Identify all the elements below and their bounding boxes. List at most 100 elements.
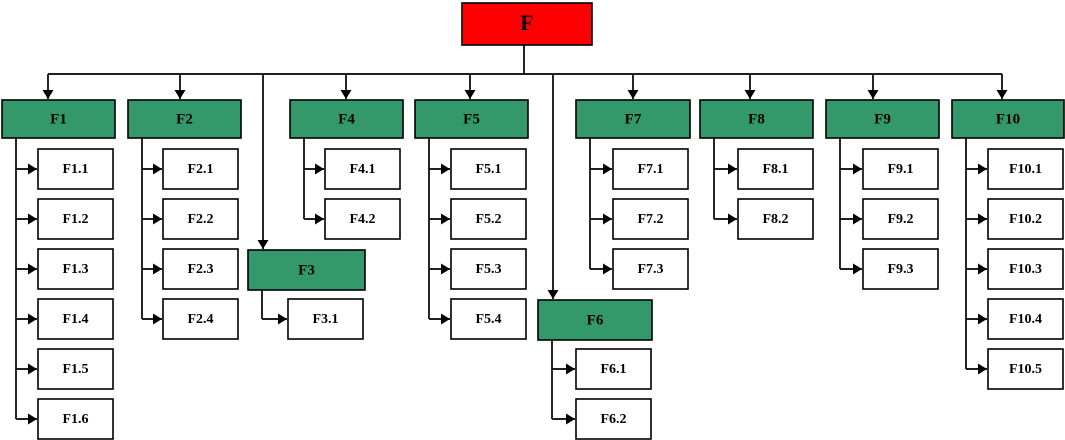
node-f10-1[interactable]: F10.1 (987, 148, 1064, 190)
node-f10-5[interactable]: F10.5 (987, 348, 1064, 390)
node-f1-6-rect[interactable] (37, 398, 114, 440)
node-f7-2[interactable]: F7.2 (612, 198, 689, 240)
node-f9-2-label: F9.2 (887, 212, 913, 227)
node-f2-2[interactable]: F2.2 (162, 198, 239, 240)
node-f8-1-rect[interactable] (737, 148, 814, 190)
node-f7-3[interactable]: F7.3 (612, 248, 689, 290)
node-f9-3[interactable]: F9.3 (862, 248, 939, 290)
node-f9-1-label: F9.1 (887, 162, 913, 177)
node-f4-1[interactable]: F4.1 (324, 148, 401, 190)
node-f9-2-rect[interactable] (862, 198, 939, 240)
node-f2-4-rect[interactable] (162, 298, 239, 340)
node-f1-3[interactable]: F1.3 (37, 248, 114, 290)
node-f6[interactable]: F6 (537, 299, 653, 341)
node-f5-rect[interactable] (414, 99, 529, 139)
node-root-label: F (520, 10, 533, 35)
node-f8-rect[interactable] (699, 99, 814, 139)
arrow-right-f7-3 (603, 263, 612, 275)
arrow-right-f5-3 (441, 263, 450, 275)
node-f10-5-rect[interactable] (987, 348, 1064, 390)
node-f2-1-rect[interactable] (162, 148, 239, 190)
arrow-down-f1 (42, 90, 54, 99)
node-f5-2-rect[interactable] (450, 198, 527, 240)
node-f1-1[interactable]: F1.1 (37, 148, 114, 190)
node-f5[interactable]: F5 (414, 99, 529, 139)
node-f10-4[interactable]: F10.4 (987, 298, 1064, 340)
node-f8-2[interactable]: F8.2 (737, 198, 814, 240)
node-f5-3[interactable]: F5.3 (450, 248, 527, 290)
node-f1-4[interactable]: F1.4 (37, 298, 114, 340)
node-f5-3-rect[interactable] (450, 248, 527, 290)
node-f7-rect[interactable] (575, 99, 691, 139)
node-f1-2[interactable]: F1.2 (37, 198, 114, 240)
node-root-rect[interactable] (461, 2, 593, 46)
node-f3-1-rect[interactable] (287, 298, 364, 340)
node-f1-3-rect[interactable] (37, 248, 114, 290)
node-f1-rect[interactable] (1, 99, 116, 139)
node-f9[interactable]: F9 (825, 99, 940, 139)
node-root[interactable]: F (461, 2, 593, 46)
node-f3[interactable]: F3 (247, 249, 366, 291)
node-f5-2[interactable]: F5.2 (450, 198, 527, 240)
node-f5-4-rect[interactable] (450, 298, 527, 340)
arrow-right-f5-2 (441, 213, 450, 225)
node-f6-rect[interactable] (537, 299, 653, 341)
node-f7-3-rect[interactable] (612, 248, 689, 290)
node-f2-2-rect[interactable] (162, 198, 239, 240)
node-f9-1-rect[interactable] (862, 148, 939, 190)
node-f5-4[interactable]: F5.4 (450, 298, 527, 340)
arrow-right-f2-2 (153, 213, 162, 225)
node-f10-4-rect[interactable] (987, 298, 1064, 340)
node-f5-4-label: F5.4 (475, 312, 501, 327)
node-f3-1[interactable]: F3.1 (287, 298, 364, 340)
node-f1-1-rect[interactable] (37, 148, 114, 190)
arrow-right-f6-2 (566, 413, 575, 425)
node-f1-5[interactable]: F1.5 (37, 348, 114, 390)
node-f7[interactable]: F7 (575, 99, 691, 139)
node-f8-1[interactable]: F8.1 (737, 148, 814, 190)
node-f2-1[interactable]: F2.1 (162, 148, 239, 190)
node-f6-1-rect[interactable] (575, 348, 652, 390)
node-f6-1[interactable]: F6.1 (575, 348, 652, 390)
node-f4-1-rect[interactable] (324, 148, 401, 190)
node-f8-2-rect[interactable] (737, 198, 814, 240)
node-f10-3-rect[interactable] (987, 248, 1064, 290)
node-f9-2[interactable]: F9.2 (862, 198, 939, 240)
node-f1-4-rect[interactable] (37, 298, 114, 340)
node-f1-2-rect[interactable] (37, 198, 114, 240)
node-f6-2-rect[interactable] (575, 398, 652, 440)
node-f7-1[interactable]: F7.1 (612, 148, 689, 190)
node-f5-1[interactable]: F5.1 (450, 148, 527, 190)
node-f10-rect[interactable] (951, 99, 1065, 139)
node-f1-5-rect[interactable] (37, 348, 114, 390)
node-f10-5-label: F10.5 (1009, 362, 1042, 377)
node-f10-3[interactable]: F10.3 (987, 248, 1064, 290)
node-f4[interactable]: F4 (289, 99, 404, 139)
node-f10-1-rect[interactable] (987, 148, 1064, 190)
node-f2[interactable]: F2 (127, 99, 242, 139)
node-f2-rect[interactable] (127, 99, 242, 139)
node-f1[interactable]: F1 (1, 99, 116, 139)
node-f4-2[interactable]: F4.2 (324, 198, 401, 240)
node-f5-1-rect[interactable] (450, 148, 527, 190)
node-f4-2-rect[interactable] (324, 198, 401, 240)
node-f2-3-rect[interactable] (162, 248, 239, 290)
node-f7-2-rect[interactable] (612, 198, 689, 240)
node-f9-1[interactable]: F9.1 (862, 148, 939, 190)
node-f7-1-rect[interactable] (612, 148, 689, 190)
node-f3-rect[interactable] (247, 249, 366, 291)
node-f4-rect[interactable] (289, 99, 404, 139)
node-f9-3-rect[interactable] (862, 248, 939, 290)
node-f2-4[interactable]: F2.4 (162, 298, 239, 340)
arrow-right-f1-1 (28, 163, 37, 175)
node-f10-2[interactable]: F10.2 (987, 198, 1064, 240)
node-f8[interactable]: F8 (699, 99, 814, 139)
node-f10-2-rect[interactable] (987, 198, 1064, 240)
arrow-right-f2-1 (153, 163, 162, 175)
node-f1-6[interactable]: F1.6 (37, 398, 114, 440)
node-f6-2[interactable]: F6.2 (575, 398, 652, 440)
node-f10[interactable]: F10 (951, 99, 1065, 139)
node-f2-3[interactable]: F2.3 (162, 248, 239, 290)
node-f9-rect[interactable] (825, 99, 940, 139)
